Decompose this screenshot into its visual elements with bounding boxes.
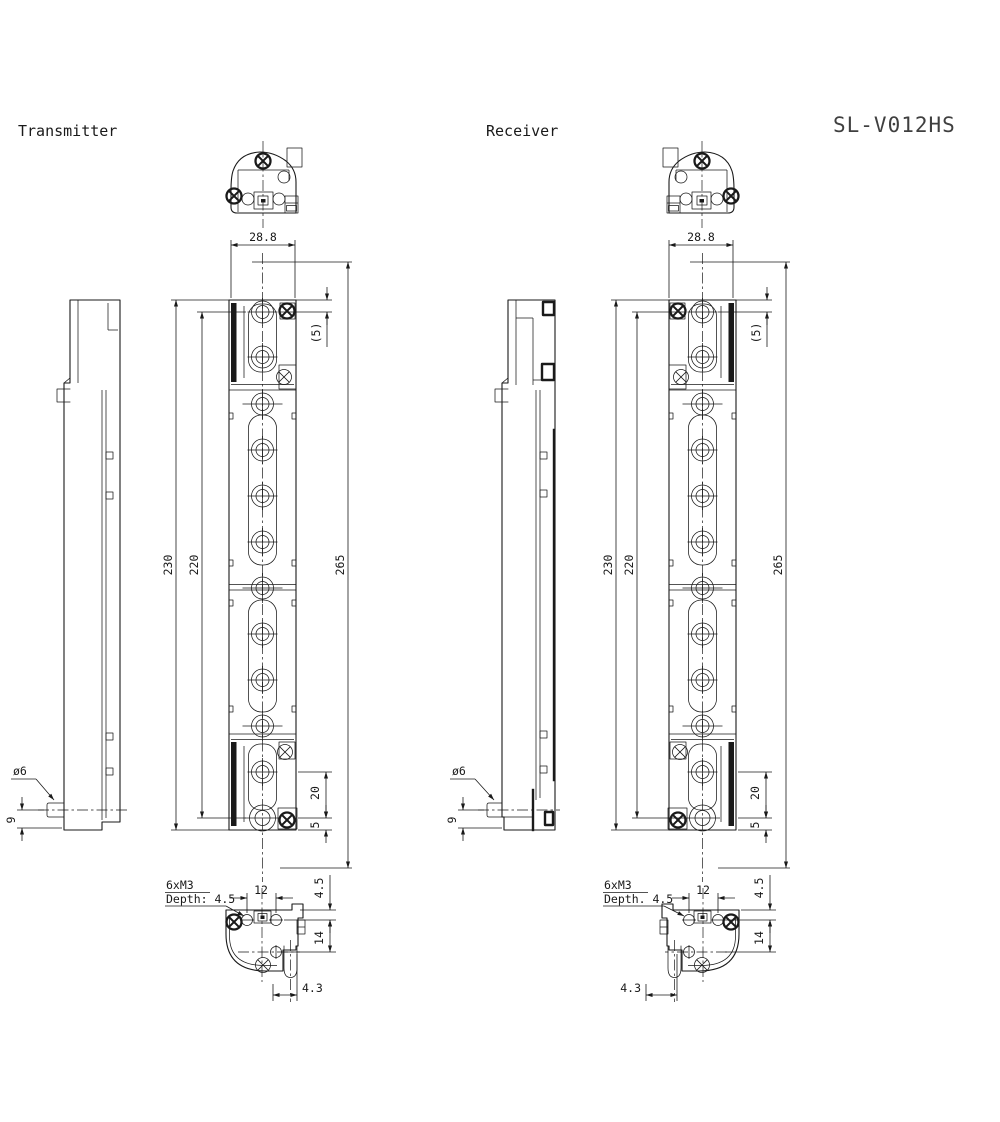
transmitter-top-view (227, 141, 303, 228)
receiver-top-view (663, 141, 739, 228)
thread-note-line1-rx: 6xM3 (604, 878, 632, 892)
dim-overall-height-tx: 265 (333, 555, 347, 576)
dim-mount-hole-spacing-tx: 12 (254, 883, 268, 897)
dim-beam-span-tx: 220 (187, 555, 201, 576)
receiver-label: Receiver (486, 122, 558, 140)
dim-hole-row-spacing-tx: 14 (312, 931, 326, 945)
dim-hole-row-spacing-rx: 14 (752, 931, 766, 945)
receiver-front-view (668, 253, 736, 882)
dim-cable-offset-rx: 4.3 (620, 981, 641, 995)
dim-bottom-beam-offset-tx: 5 (308, 822, 322, 829)
dim-end-face-offset-tx: 4.5 (312, 878, 326, 899)
dim-bottom-beam-offset-rx: 5 (748, 822, 762, 829)
transmitter-bottom-view (226, 888, 305, 1002)
dim-body-height-rx: 230 (601, 555, 615, 576)
transmitter-front-view (229, 253, 297, 882)
dim-top-width-tx: 28.8 (249, 230, 277, 244)
dim-cable-diameter-tx: ø6 (13, 764, 27, 778)
dim-beam-pitch-tx: 20 (308, 786, 322, 800)
dim-cable-height-tx: 9 (4, 816, 18, 823)
dim-body-height-tx: 230 (161, 555, 175, 576)
dim-top-width-rx: 28.8 (687, 230, 715, 244)
dim-cable-offset-tx: 4.3 (302, 981, 323, 995)
transmitter-label: Transmitter (18, 122, 117, 140)
dim-end-face-offset-rx: 4.5 (752, 878, 766, 899)
receiver-dimensions: 28.8 230 220 265 (5) 20 5 ø6 (445, 230, 790, 1001)
thread-note-line1-tx: 6xM3 (166, 878, 194, 892)
dim-top-beam-offset-tx: (5) (309, 323, 323, 344)
dim-beam-pitch-rx: 20 (748, 786, 762, 800)
dim-mount-hole-spacing-rx: 12 (696, 883, 710, 897)
receiver-side-view (478, 299, 560, 832)
dim-cable-diameter-rx: ø6 (452, 764, 466, 778)
transmitter-side-view (38, 299, 128, 831)
model-title: SL-V012HS (833, 113, 956, 137)
dim-beam-span-rx: 220 (622, 555, 636, 576)
dim-cable-height-rx: 9 (445, 816, 459, 823)
transmitter-dimensions: 28.8 230 220 265 (5) 20 5 ø6 (4, 230, 352, 1001)
thread-note-line2-tx: Depth: 4.5 (166, 892, 235, 906)
dim-top-beam-offset-rx: (5) (749, 323, 763, 344)
thread-note-line2-rx: Depth. 4.5 (604, 892, 673, 906)
dim-overall-height-rx: 265 (771, 555, 785, 576)
